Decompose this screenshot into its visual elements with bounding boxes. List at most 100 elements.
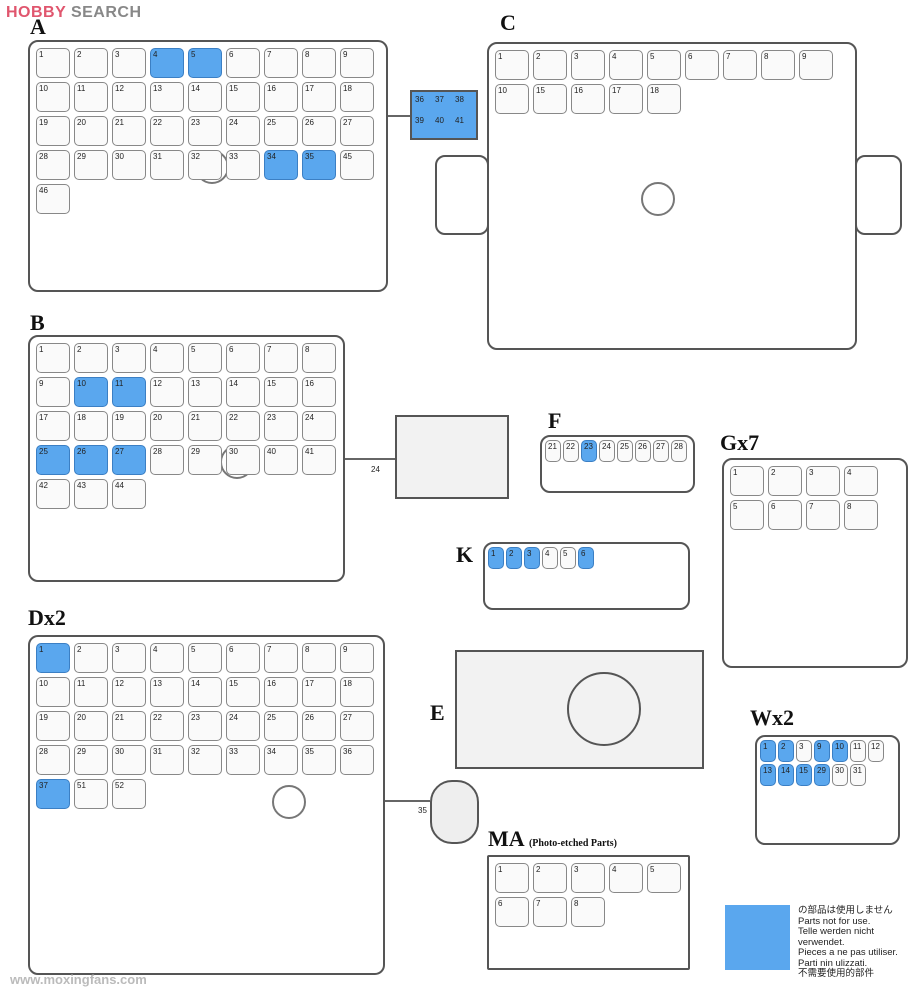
part-wx2-9: 9	[814, 740, 830, 762]
part-c-10: 10	[495, 84, 529, 114]
part-b-17: 17	[36, 411, 70, 441]
part-dx2-16: 16	[264, 677, 298, 707]
part-a-36: 36	[415, 95, 424, 104]
part-b-16: 16	[302, 377, 336, 407]
sprue-c-label: C	[500, 10, 516, 35]
part-b-25: 25	[36, 445, 70, 475]
part-b-1: 1	[36, 343, 70, 373]
part-a-18: 18	[340, 82, 374, 112]
part-c-16: 16	[571, 84, 605, 114]
part-dx2-29: 29	[74, 745, 108, 775]
part-a-19: 19	[36, 116, 70, 146]
part-c-5: 5	[647, 50, 681, 80]
part-b-5: 5	[188, 343, 222, 373]
part-b-42: 42	[36, 479, 70, 509]
part-dx2-36: 36	[340, 745, 374, 775]
sprue-b-label: B	[30, 310, 45, 335]
logo-search: SEARCH	[70, 4, 142, 21]
part-a-13: 13	[150, 82, 184, 112]
part-gx7-2: 2	[768, 466, 802, 496]
part-dx2-26: 26	[302, 711, 336, 741]
part-a-23: 23	[188, 116, 222, 146]
part-gx7-1: 1	[730, 466, 764, 496]
part-dx2-31: 31	[150, 745, 184, 775]
part-dx2-9: 9	[340, 643, 374, 673]
part-a-15: 15	[226, 82, 260, 112]
part-wx2-30: 30	[832, 764, 848, 786]
turret-part: 35	[418, 780, 479, 844]
runner	[385, 800, 430, 802]
part-ma-8: 8	[571, 897, 605, 927]
part-a-33: 33	[226, 150, 260, 180]
part-ma-7: 7	[533, 897, 567, 927]
part-a-46: 46	[36, 184, 70, 214]
part-b-41: 41	[302, 445, 336, 475]
part-a-12: 12	[112, 82, 146, 112]
part-dx2-12: 12	[112, 677, 146, 707]
part-wx2-10: 10	[832, 740, 848, 762]
part-f-24: 24	[599, 440, 615, 462]
part-b-12: 12	[150, 377, 184, 407]
part-wx2-2: 2	[778, 740, 794, 762]
part-c-3: 3	[571, 50, 605, 80]
part-dx2-5: 5	[188, 643, 222, 673]
sprue-d-label: Dx2	[28, 605, 66, 630]
sprue-c-side-left	[435, 155, 489, 235]
part-f-28: 28	[671, 440, 687, 462]
part-c-9: 9	[799, 50, 833, 80]
part-a-6: 6	[226, 48, 260, 78]
part-a-2: 2	[74, 48, 108, 78]
part-c-8: 8	[761, 50, 795, 80]
sprue-k-label: K	[456, 542, 474, 567]
part-wx2-11: 11	[850, 740, 866, 762]
part-c-4: 4	[609, 50, 643, 80]
part-wx2-13: 13	[760, 764, 776, 786]
part-c-17: 17	[609, 84, 643, 114]
part-f-26: 26	[635, 440, 651, 462]
part-b-9: 9	[36, 377, 70, 407]
part-gx7-6: 6	[768, 500, 802, 530]
part-dx2-10: 10	[36, 677, 70, 707]
part-dx2-4: 4	[150, 643, 184, 673]
part-ma-6: 6	[495, 897, 529, 927]
part-wx2-1: 1	[760, 740, 776, 762]
part-f-25: 25	[617, 440, 633, 462]
part-b-22: 22	[226, 411, 260, 441]
legend-line: の部品は使用しません	[798, 905, 893, 916]
part-dx2-27: 27	[340, 711, 374, 741]
part-b-26: 26	[74, 445, 108, 475]
part-a-45: 45	[340, 150, 374, 180]
part-dx2-52: 52	[112, 779, 146, 809]
part-number: 35	[418, 806, 427, 815]
part-gx7-8: 8	[844, 500, 878, 530]
part-dx2-22: 22	[150, 711, 184, 741]
part-dx2-3: 3	[112, 643, 146, 673]
part-a-34: 34	[264, 150, 298, 180]
part-b-19: 19	[112, 411, 146, 441]
part-c-7: 7	[723, 50, 757, 80]
part-wx2-15: 15	[796, 764, 812, 786]
part-dx2-32: 32	[188, 745, 222, 775]
runner	[345, 458, 395, 460]
part-dx2-33: 33	[226, 745, 260, 775]
part-f-22: 22	[563, 440, 579, 462]
part-b-8: 8	[302, 343, 336, 373]
part-ma-3: 3	[571, 863, 605, 893]
part-dx2-1: 1	[36, 643, 70, 673]
part-a-28: 28	[36, 150, 70, 180]
part-a-9: 9	[340, 48, 374, 78]
part-b-18: 18	[74, 411, 108, 441]
part-dx2-20: 20	[74, 711, 108, 741]
legend-line: 不需要使用的部件	[798, 968, 875, 979]
part-a-32: 32	[188, 150, 222, 180]
part-dx2-37: 37	[36, 779, 70, 809]
part-ma-4: 4	[609, 863, 643, 893]
sprue-g-label: Gx7	[720, 430, 760, 455]
part-a-29: 29	[74, 150, 108, 180]
part-b-27: 27	[112, 445, 146, 475]
part-ma-5: 5	[647, 863, 681, 893]
